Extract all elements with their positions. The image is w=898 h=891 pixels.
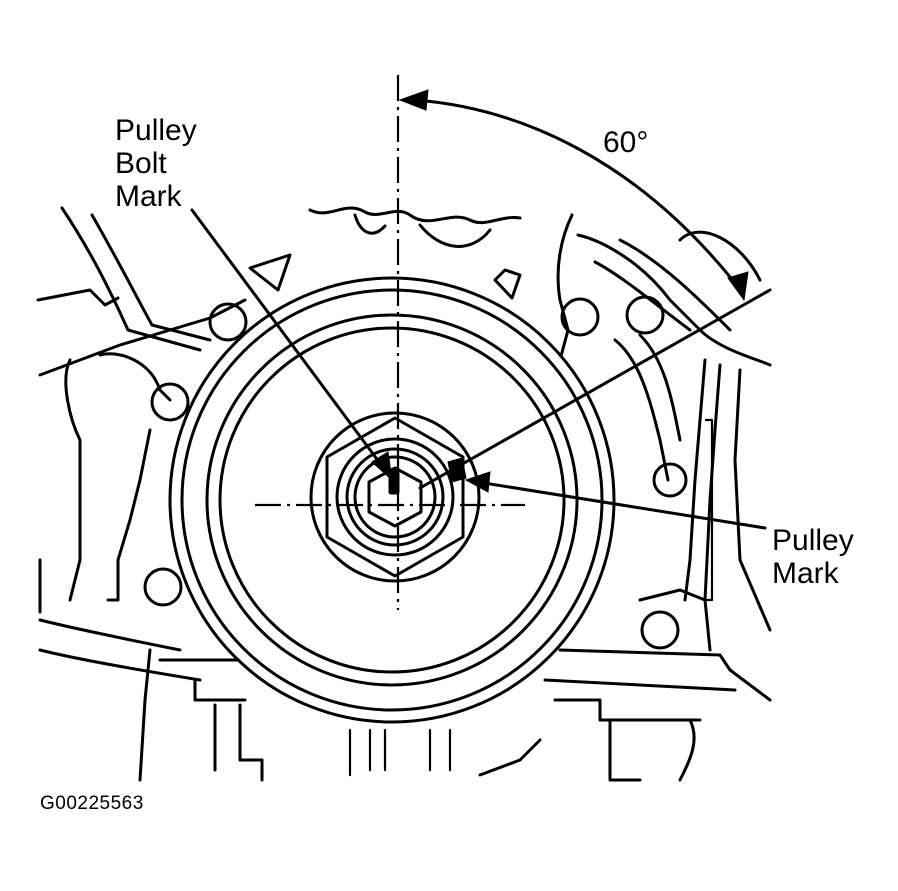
crankshaft-pulley [168, 276, 616, 724]
figure-code: G00225563 [40, 793, 144, 814]
leader-lines [190, 208, 767, 530]
pulley-mark-label: Pulley Mark [772, 524, 854, 590]
pulley-bolt-mark-label: Pulley Bolt Mark [115, 114, 197, 213]
pulley-mark-line-1: Pulley [772, 524, 854, 557]
pulley-mark-line-2: Mark [772, 557, 839, 590]
pulley-bolt-mark-line-2: Bolt [115, 147, 167, 180]
angle-indicator [398, 89, 772, 490]
centerlines [255, 75, 525, 610]
pulley-bolt-mark-line-3: Mark [115, 180, 182, 213]
engine-block-outline [36, 206, 772, 782]
pulley-bolt [309, 411, 481, 583]
pulley-bolt-mark-line-1: Pulley [115, 114, 197, 147]
angle-label: 60° [603, 126, 649, 159]
